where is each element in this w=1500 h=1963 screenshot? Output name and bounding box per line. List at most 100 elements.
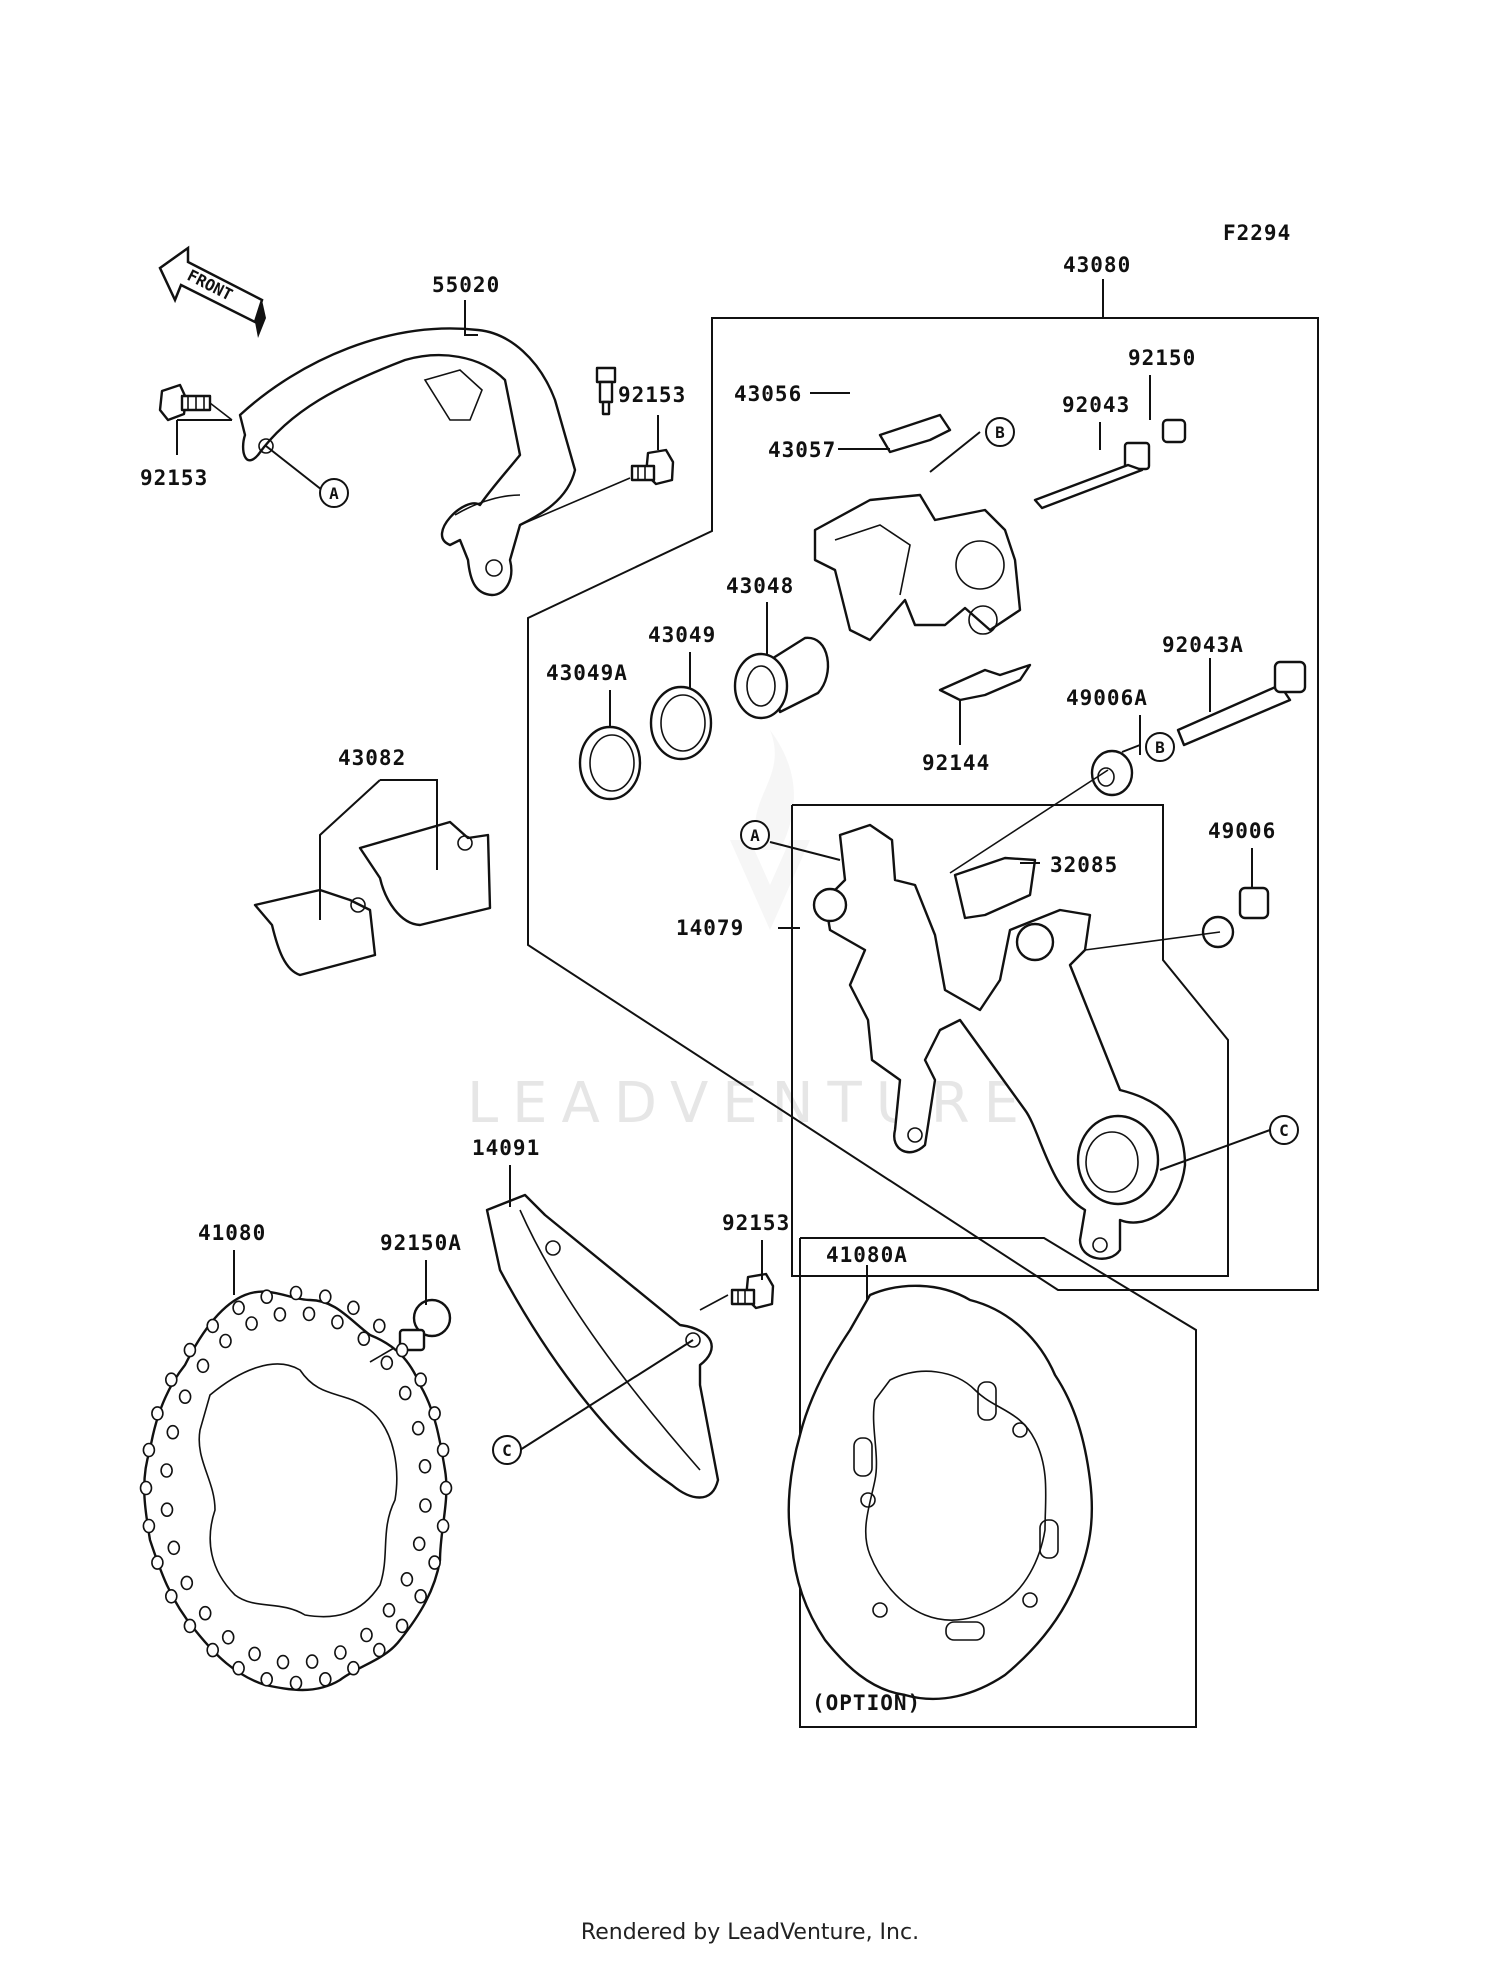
bleeder-43056 [595,366,617,416]
option-frame [799,1237,1197,1728]
cap-92150 [1161,418,1187,444]
boot-49006A [1090,749,1134,797]
boot-49006 [1201,886,1270,949]
disc-vent-hole [347,1300,360,1316]
caliper-body [813,493,1022,642]
disc-vent-hole [180,1575,194,1591]
clip-32085 [953,856,1037,920]
disc-vent-hole [395,1618,409,1634]
disc-vent-hole [221,1630,235,1645]
disc-vent-hole [260,1672,274,1687]
disc-vent-hole [439,1480,453,1496]
disc-vent-hole [142,1518,156,1534]
diagram-code: F2294 [1223,221,1291,245]
disc-vent-hole [219,1333,232,1349]
label-92153-lower: 92153 [722,1211,790,1235]
disc-vent-hole [165,1589,178,1604]
disc-vent-hole [318,1672,332,1687]
guard-55020 [238,327,577,597]
label-14091: 14091 [472,1136,540,1160]
bracket-14079 [812,823,1187,1260]
label-55020: 55020 [432,273,500,297]
leader-lines [176,300,1271,1451]
disc-vent-hole [380,1355,394,1371]
disc-vent-hole [232,1660,245,1676]
label-43082: 43082 [338,746,406,770]
callout-c-1: C [1269,1115,1299,1145]
label-41080: 41080 [198,1221,266,1245]
disc-vent-hole [165,1372,178,1387]
disc-vent-hole [357,1331,371,1346]
callout-a-2: A [740,820,770,850]
disc-vent-hole [151,1406,164,1421]
disc-vent-hole [331,1314,344,1330]
disc-vent-hole [418,1459,432,1474]
callout-c-2: C [492,1435,522,1465]
brake-pads-43082 [253,820,492,977]
disc-vent-hole [273,1307,287,1322]
disc-vent-hole [183,1618,197,1634]
disc-vent-hole [151,1555,164,1570]
svg-text:A: A [750,826,760,845]
front-arrow-icon: FRONT [158,245,266,338]
footer-credit: Rendered by LeadVenture, Inc. [580,1920,920,1945]
bolt-92153-lower [730,1272,775,1310]
disc-vent-hole [142,1442,156,1458]
piston-43048 [733,636,830,720]
disc-vent-hole [436,1442,450,1458]
label-32085: 32085 [1050,853,1118,877]
watermark-logo [730,730,810,930]
svg-text:B: B [1155,738,1165,757]
disc-vent-hole [160,1463,173,1478]
disc-vent-hole [372,1642,386,1658]
disc-vent-hole [160,1502,174,1517]
disc-vent-hole [302,1306,316,1322]
disc-vent-hole [245,1316,258,1331]
label-43057: 43057 [768,438,836,462]
seal-43049A [578,725,642,801]
label-92043A: 92043A [1162,633,1244,657]
label-43080: 43080 [1063,253,1131,277]
label-92153-left: 92153 [140,466,208,490]
svg-text:C: C [502,1441,512,1460]
label-43048: 43048 [726,574,794,598]
disc-41080-holes [139,1285,453,1691]
disc-vent-hole [178,1389,192,1404]
label-92144: 92144 [922,751,990,775]
disc-vent-hole [419,1498,432,1513]
label-92043: 92043 [1062,393,1130,417]
disc-vent-hole [276,1654,290,1670]
label-14079: 14079 [676,916,744,940]
disc-vent-hole [166,1424,180,1440]
label-49006: 49006 [1208,819,1276,843]
disc-vent-hole [232,1300,245,1316]
disc-vent-hole [414,1372,428,1387]
disc-vent-hole [428,1555,441,1570]
disc-vent-hole [196,1358,210,1374]
cover-43057 [878,413,952,454]
seal-43049 [649,685,713,761]
disc-vent-hole [347,1660,360,1676]
bolt-92153-left [158,383,212,422]
disc-vent-hole [412,1536,426,1552]
disc-vent-hole [360,1627,373,1643]
label-41080A: 41080A [826,1243,908,1267]
disc-vent-hole [372,1318,386,1334]
disc-vent-hole [198,1605,212,1621]
label-92150A: 92150A [380,1231,462,1255]
disc-vent-hole [289,1675,303,1691]
label-43049A: 43049A [546,661,628,685]
bolt-92150A [398,1298,452,1352]
disc-vent-hole [436,1518,450,1534]
label-92150: 92150 [1128,346,1196,370]
spring-92144 [938,663,1032,702]
label-49006A: 49006A [1066,686,1148,710]
label-43049: 43049 [648,623,716,647]
disc-vent-hole [400,1572,414,1587]
callout-a-1: A [319,478,349,508]
callout-b-1: B [985,417,1015,447]
disc-vent-hole [395,1342,409,1358]
bracket-inner-frame [791,804,1229,1277]
disc-41080A [787,1284,1094,1701]
